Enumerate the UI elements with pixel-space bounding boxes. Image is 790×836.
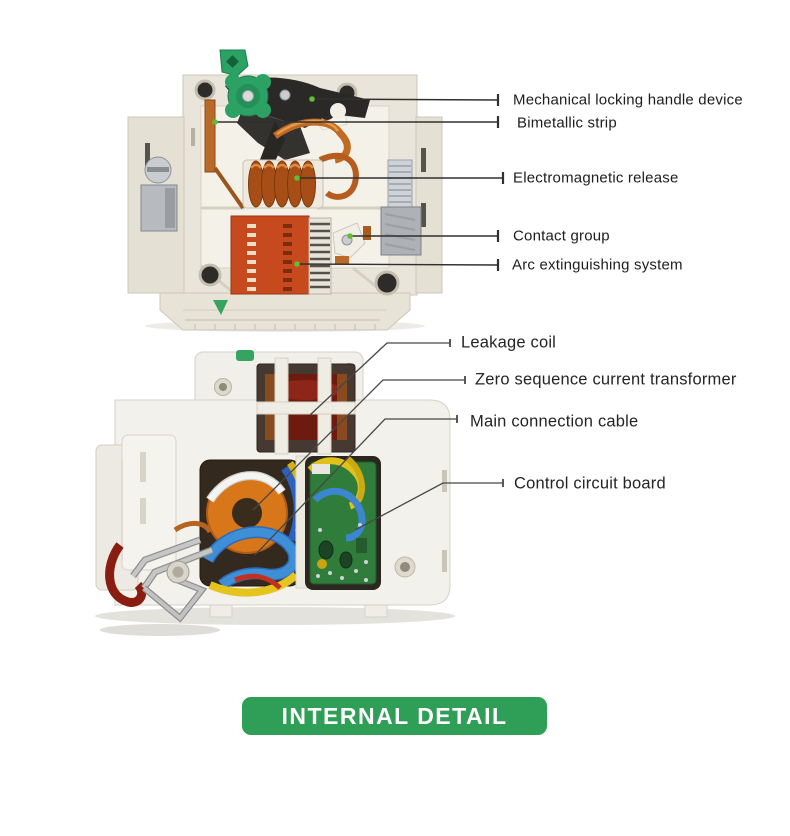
label-mechanical-locking-handle-device: Mechanical locking handle device <box>513 91 743 109</box>
metal-terminal-clips <box>130 521 214 623</box>
breaker-side-cutaway-illustration <box>95 350 455 636</box>
label-electromagnetic-release: Electromagnetic release <box>513 169 679 187</box>
right-panel-screw <box>394 556 416 578</box>
copper-braid <box>272 118 359 200</box>
control-circuit-board <box>305 455 381 590</box>
internal-detail-banner: INTERNAL DETAIL <box>242 697 547 735</box>
bimetallic-strip <box>204 99 245 210</box>
label-bimetallic-strip: Bimetallic strip <box>517 114 617 132</box>
din-clip-green-tab <box>185 300 380 330</box>
label-main-connection-cable: Main connection cable <box>470 412 639 431</box>
right-terminal <box>380 159 422 256</box>
test-button-green <box>236 350 254 361</box>
arc-splitter-plates <box>308 217 332 295</box>
label-zero-sequence-current-transformer: Zero sequence current transformer <box>475 370 737 389</box>
label-contact-group: Contact group <box>513 227 610 245</box>
red-wire-loop <box>105 542 147 607</box>
leakage-coil-compartment <box>256 357 356 455</box>
label-control-circuit-board: Control circuit board <box>514 474 666 493</box>
label-leakage-coil: Leakage coil <box>461 333 557 352</box>
label-arc-extinguishing-system: Arc extinguishing system <box>512 256 683 274</box>
breaker-front-cutaway-illustration <box>127 49 443 332</box>
red-wire <box>234 573 282 590</box>
left-terminal <box>140 156 178 232</box>
left-front-blocks <box>95 434 177 591</box>
main-connection-cable <box>204 527 299 589</box>
internal-detail-banner-label: INTERNAL DETAIL <box>281 702 508 729</box>
yellow-wire <box>208 571 299 597</box>
electromagnetic-release-coil <box>242 159 324 209</box>
locking-handle <box>219 49 271 118</box>
arc-chute <box>230 215 310 295</box>
wire-compartment <box>199 459 308 597</box>
breaker-shadow <box>95 607 455 636</box>
